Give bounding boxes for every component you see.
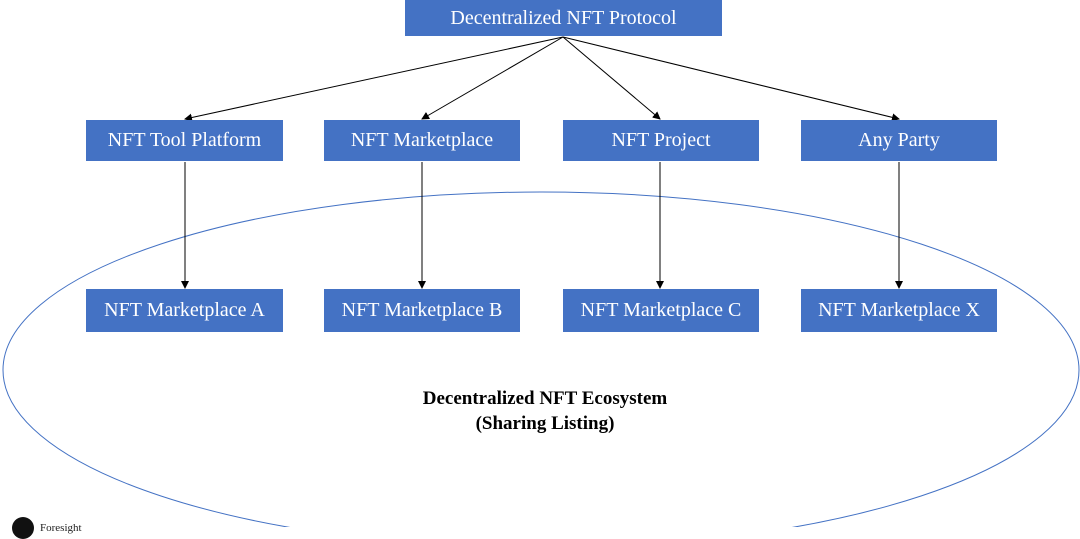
arrow-root-to-marketplace xyxy=(421,36,564,120)
node-marketplace-c: NFT Marketplace C xyxy=(563,289,759,332)
ecosystem-ellipse xyxy=(2,191,1080,527)
ecosystem-caption: Decentralized NFT Ecosystem (Sharing Lis… xyxy=(340,386,750,436)
node-marketplace-b: NFT Marketplace B xyxy=(324,289,520,332)
arrow-root-to-any-party xyxy=(562,36,900,122)
foresight-logo-icon xyxy=(12,517,34,539)
root-node: Decentralized NFT Protocol xyxy=(405,0,722,36)
node-project: NFT Project xyxy=(563,120,759,161)
arrow-root-to-tool-platform xyxy=(184,36,564,122)
arrow-root-to-project xyxy=(562,36,661,120)
node-marketplace-x: NFT Marketplace X xyxy=(801,289,997,332)
node-any-party: Any Party xyxy=(801,120,997,161)
foresight-logo: Foresight xyxy=(12,517,82,539)
connector-layer xyxy=(2,36,1080,527)
node-tool-platform: NFT Tool Platform xyxy=(86,120,283,161)
ecosystem-subtitle: (Sharing Listing) xyxy=(475,413,615,434)
node-marketplace: NFT Marketplace xyxy=(324,120,520,161)
foresight-logo-text: Foresight xyxy=(40,522,82,534)
ecosystem-title: Decentralized NFT Ecosystem xyxy=(422,388,668,409)
node-marketplace-a: NFT Marketplace A xyxy=(86,289,283,332)
